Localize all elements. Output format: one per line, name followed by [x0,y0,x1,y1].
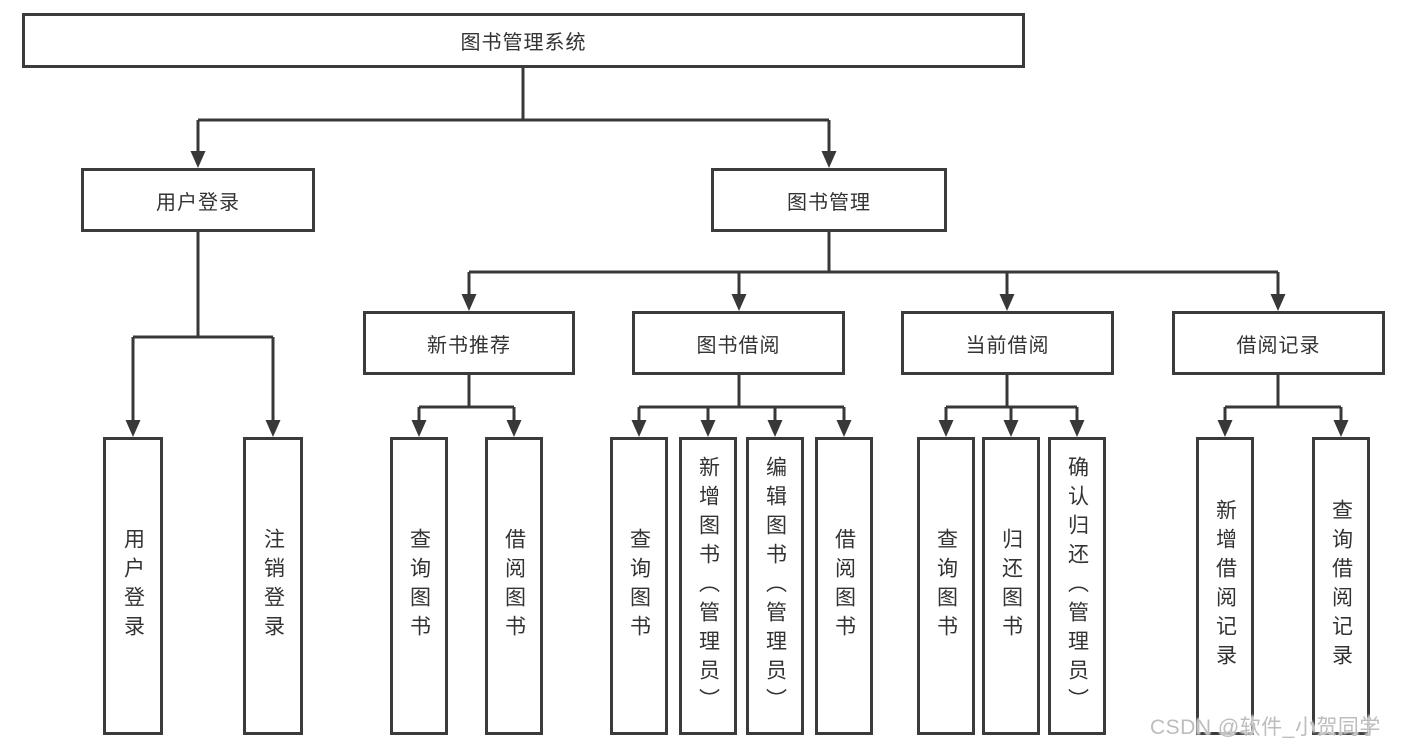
node-label: 查询图书 [407,528,431,644]
leaf-logout: 注销登录 [243,437,303,735]
node-label: 注销登录 [261,528,285,644]
leaf-borrow-books: 借阅图书 [485,437,543,735]
node-label: 新增借阅记录 [1213,499,1237,673]
node-label: 用户登录 [121,528,145,644]
connector-user-login-split [125,232,281,437]
leaf-query-books: 查询图书 [390,437,448,735]
node-book-borrowing: 图书借阅 [632,311,845,375]
leaf-add-borrow-record: 新增借阅记录 [1196,437,1254,735]
leaf-query-borrow-record: 查询借阅记录 [1312,437,1370,735]
leaf-query-books: 查询图书 [610,437,668,735]
leaf-add-books-admin: 新增图书（管理员） [679,437,737,735]
leaf-borrow-books: 借阅图书 [815,437,873,735]
node-label: 新书推荐 [427,334,511,357]
node-book-management: 图书管理 [711,168,947,232]
node-label: 归还图书 [999,528,1023,644]
node-label: 图书管理 [787,191,871,214]
node-label: 图书管理系统 [460,32,587,54]
node-label: 确认归还（管理员） [1065,455,1089,717]
leaf-query-books: 查询图书 [917,437,975,735]
leaf-return-books: 归还图书 [982,437,1040,735]
node-label: 图书借阅 [696,334,781,357]
connector-current-borrow-split [938,375,1085,437]
node-user-login: 用户登录 [81,168,315,232]
leaf-confirm-return-admin: 确认归还（管理员） [1048,437,1106,735]
leaf-user-login: 用户登录 [103,437,163,735]
node-label: 借阅图书 [502,528,526,644]
node-borrow-records: 借阅记录 [1172,311,1385,375]
node-label: 编辑图书（管理员） [763,455,787,717]
node-library-management-system: 图书管理系统 [22,13,1025,68]
node-label: 查询图书 [934,528,958,644]
connector-borrow-records-split [1217,375,1349,437]
connector-book-borrow-split [631,375,852,437]
node-label: 借阅记录 [1236,334,1321,357]
node-label: 当前借阅 [965,334,1050,357]
connector-book-mgmt-split [461,232,1286,311]
node-current-borrowing: 当前借阅 [901,311,1114,375]
node-label: 查询图书 [627,528,651,644]
node-label: 借阅图书 [832,528,856,644]
connector-root-split [190,68,837,168]
node-new-book-recommend: 新书推荐 [363,311,575,375]
node-label: 查询借阅记录 [1329,499,1353,673]
csdn-watermark: CSDN @软件_小贺同学 [1150,716,1381,739]
connector-new-books-split [411,375,522,437]
node-label: 用户登录 [156,191,240,214]
node-label: 新增图书（管理员） [696,455,720,717]
leaf-edit-books-admin: 编辑图书（管理员） [746,437,804,735]
